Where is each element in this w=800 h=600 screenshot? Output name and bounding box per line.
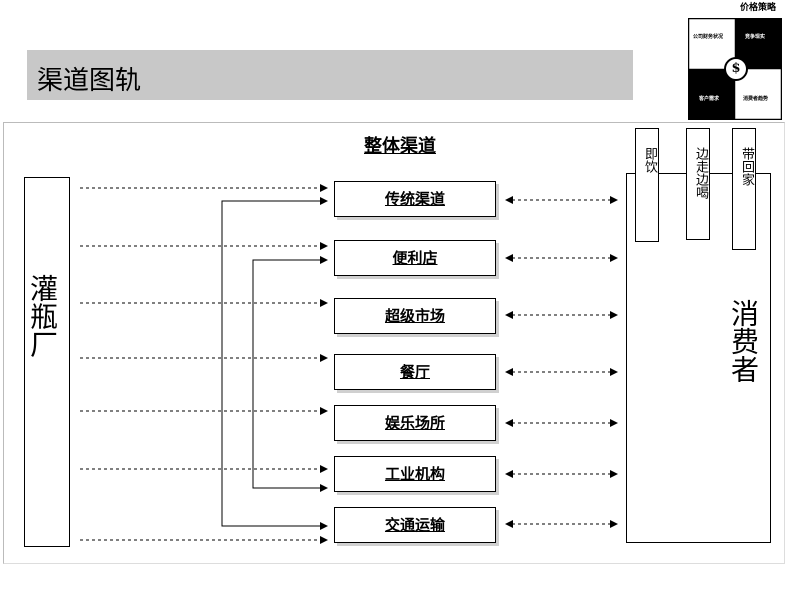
channel-box: 餐厅 bbox=[334, 354, 496, 390]
slide-title: 渠道图轨 bbox=[37, 66, 142, 96]
channel-box: 超级市场 bbox=[334, 298, 496, 334]
pricing-strategy-thumbnail: 公司财务状况 竞争现实 客户需求 消费者趋势 $ bbox=[688, 18, 782, 120]
consumption-mode-tab: 边走边喝 bbox=[686, 128, 710, 240]
channel-box: 交通运输 bbox=[334, 507, 496, 543]
consumer-label: 消费者 bbox=[727, 299, 760, 383]
channel-label: 便利店 bbox=[392, 249, 438, 267]
channel-label: 工业机构 bbox=[384, 465, 445, 483]
channel-box: 便利店 bbox=[334, 240, 496, 276]
channel-box: 娱乐场所 bbox=[334, 405, 496, 441]
consumption-mode-label: 带回家 bbox=[739, 147, 754, 186]
diagram-title: 整体渠道 bbox=[364, 136, 436, 157]
quadrant-label: 竞争现实 bbox=[745, 34, 766, 40]
quadrant-label: 消费者趋势 bbox=[743, 96, 769, 102]
solid-connector bbox=[221, 200, 328, 530]
consumption-mode-label: 边走边喝 bbox=[693, 147, 708, 199]
consumption-mode-tab: 即饮 bbox=[635, 128, 659, 242]
quadrant-label: 客户需求 bbox=[699, 96, 720, 102]
channel-label: 传统渠道 bbox=[384, 190, 445, 208]
channel-label: 超级市场 bbox=[384, 307, 445, 325]
bottling-plant-label: 灌瓶厂 bbox=[26, 274, 59, 358]
title-banner: 渠道图轨 bbox=[27, 50, 633, 100]
consumption-mode-tab: 带回家 bbox=[732, 128, 756, 250]
channel-box: 传统渠道 bbox=[334, 181, 496, 217]
bottling-plant-box: 灌瓶厂 bbox=[24, 177, 70, 547]
channel-label: 餐厅 bbox=[399, 363, 430, 381]
thumbnail-title: 价格策略 bbox=[739, 3, 776, 13]
consumption-mode-label: 即饮 bbox=[642, 147, 657, 173]
dollar-icon: $ bbox=[724, 57, 748, 81]
quadrant-label: 公司财务状况 bbox=[693, 34, 724, 40]
diagram-panel bbox=[3, 122, 785, 564]
solid-connector bbox=[252, 259, 328, 492]
channel-label: 交通运输 bbox=[384, 516, 445, 534]
channel-label: 娱乐场所 bbox=[384, 414, 445, 432]
channel-box: 工业机构 bbox=[334, 456, 496, 492]
